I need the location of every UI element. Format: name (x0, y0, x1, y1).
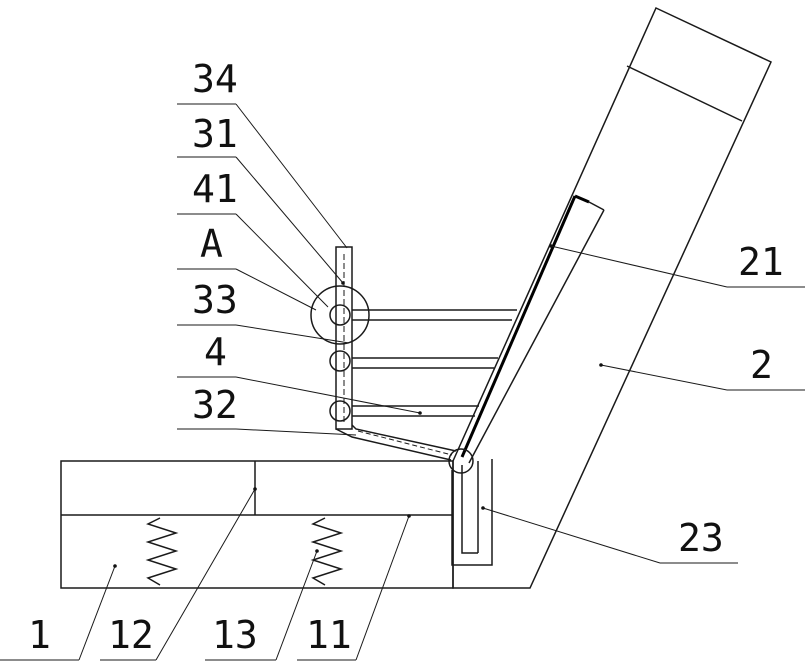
label-33: 33 (192, 278, 238, 322)
label-a: A (200, 222, 223, 266)
label-31: 31 (192, 112, 238, 156)
label-21: 21 (738, 240, 784, 284)
label-1: 1 (28, 613, 51, 657)
label-13: 13 (212, 613, 258, 657)
label-23: 23 (678, 516, 724, 560)
label-4: 4 (204, 330, 227, 374)
label-12: 12 (108, 613, 154, 657)
base-body (61, 461, 453, 588)
label-11: 11 (306, 613, 352, 657)
label-2: 2 (750, 343, 773, 387)
label-32: 32 (192, 383, 238, 427)
backrest-body (453, 8, 771, 588)
label-41: 41 (192, 167, 238, 211)
diagonal-link (336, 425, 456, 460)
hinge-bracket (452, 459, 492, 565)
guide-rail (462, 196, 604, 463)
cross-links (352, 310, 517, 416)
spring-left (148, 518, 176, 585)
label-34: 34 (192, 57, 238, 101)
